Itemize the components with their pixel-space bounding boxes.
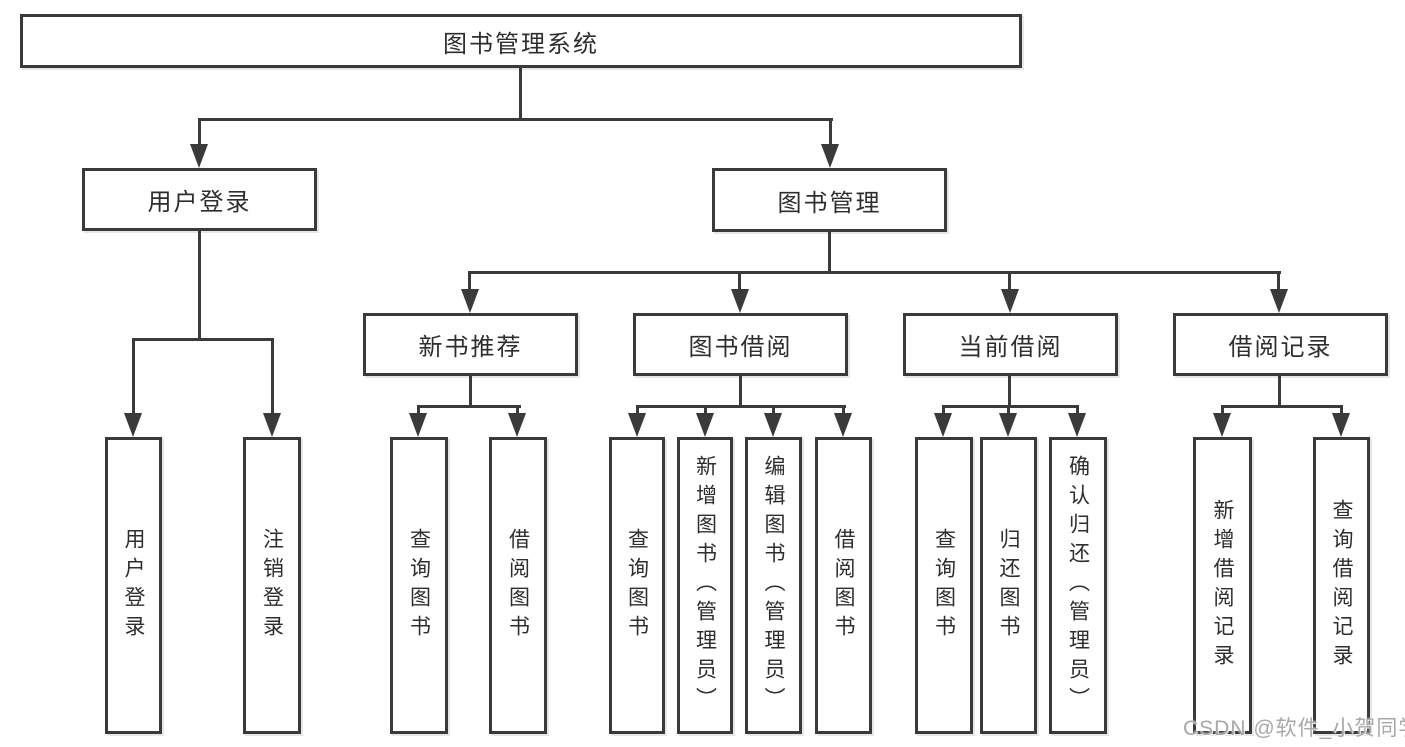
node-root: 图书管理系统 [20,14,1022,68]
arrowhead-c1 [934,413,952,437]
arrowhead-c2 [999,413,1017,437]
connector-newbooks-bar [417,405,521,408]
leaf-borrow-add-label: 新增图书（管理员） [693,455,717,716]
leaf-borrow-edit: 编辑图书（管理员） [745,437,802,734]
arrowhead-n1 [409,413,427,437]
connector-root-drop [519,66,522,118]
connector-userlogin-drop [198,230,201,341]
arrowhead-b3 [764,413,782,437]
connector-b4-shaft [842,405,845,415]
connector-borrow-bar [636,405,846,408]
arrowhead-r1 [1213,413,1231,437]
arrowhead-u1 [124,413,142,437]
leaf-logout-label: 注销登录 [260,527,284,644]
arrowhead-r2 [1332,413,1350,437]
connector-n1-shaft [417,405,420,415]
arrowhead-borrow [731,289,749,313]
connector-c2-shaft [1007,405,1010,415]
leaf-borrow-edit-label: 编辑图书（管理员） [762,455,785,716]
arrowhead-c3 [1068,413,1086,437]
node-book-mgmt: 图书管理 [712,168,947,232]
arrowhead-current [1001,289,1019,313]
connector-bookmgmt-shaft [829,118,832,146]
node-book-mgmt-label: 图书管理 [777,189,882,217]
arrowhead-newbooks [461,289,479,313]
arrowhead-records [1270,289,1288,313]
leaf-newbooks-borrow-label: 借阅图书 [506,527,530,644]
node-current-borrow-label: 当前借阅 [958,334,1063,361]
connector-b3-shaft [772,405,775,415]
arrowhead-u2 [263,413,281,437]
connector-c3-shaft [1076,405,1079,415]
arrowhead-b2 [696,413,714,437]
connector-b1-shaft [636,405,639,415]
leaf-current-query: 查询图书 [915,437,973,734]
connector-u1-shaft [132,338,135,414]
connector-records-drop [1278,376,1281,407]
connector-newbooks-drop [469,376,472,407]
leaf-borrow-query: 查询图书 [609,437,665,734]
leaf-current-return: 归还图书 [980,437,1037,734]
node-user-login: 用户登录 [82,168,317,231]
node-current-borrow: 当前借阅 [903,313,1118,376]
leaf-records-query-label: 查询借阅记录 [1330,498,1353,673]
connector-b2-shaft [704,405,707,415]
connector-bookmgmt-drop [828,232,831,274]
leaf-logout: 注销登录 [243,437,301,734]
node-user-login-label: 用户登录 [147,189,252,216]
arrowhead-b1 [628,413,646,437]
leaf-newbooks-query: 查询图书 [390,437,448,734]
connector-r1-shaft [1221,405,1224,415]
leaf-newbooks-borrow: 借阅图书 [489,437,547,734]
connector-userlogin-bar [132,338,274,341]
connector-borrow-drop [739,376,742,407]
leaf-borrow-borrow: 借阅图书 [815,437,872,734]
connector-records-shaft [1277,271,1280,291]
arrowhead-n2 [508,413,526,437]
leaf-current-confirm: 确认归还（管理员） [1049,437,1107,734]
leaf-current-query-label: 查询图书 [932,527,956,644]
leaf-borrow-add: 新增图书（管理员） [677,437,733,734]
connector-r2-shaft [1340,405,1343,415]
connector-current-drop [1008,376,1011,407]
leaf-current-return-label: 归还图书 [997,527,1020,644]
connector-c1-shaft [942,405,945,415]
connector-newbooks-shaft [468,271,471,291]
leaf-user-login-label: 用户登录 [122,527,145,644]
arrowhead-b4 [834,413,852,437]
node-borrow-records: 借阅记录 [1173,313,1388,376]
leaf-borrow-borrow-label: 借阅图书 [832,527,855,644]
node-book-borrow: 图书借阅 [633,313,848,376]
leaf-records-add-label: 新增借阅记录 [1211,498,1234,673]
connector-borrow-shaft [738,271,741,291]
node-new-books-label: 新书推荐 [418,334,523,361]
connector-level1-bar [198,118,833,121]
arrowhead-userlogin [190,144,208,168]
connector-records-bar [1221,405,1343,408]
leaf-newbooks-query-label: 查询图书 [407,527,431,644]
connector-current-bar [942,405,1079,408]
leaf-current-confirm-label: 确认归还（管理员） [1066,455,1090,716]
leaf-records-add: 新增借阅记录 [1193,437,1252,734]
leaf-records-query: 查询借阅记录 [1313,437,1370,734]
connector-userlogin-shaft [198,118,201,146]
connector-level3-bar [468,271,1281,274]
connector-current-shaft [1008,271,1011,291]
leaf-borrow-query-label: 查询图书 [625,527,649,644]
connector-n2-shaft [516,405,519,415]
leaf-user-login: 用户登录 [105,437,162,734]
connector-u2-shaft [271,338,274,414]
arrowhead-bookmgmt [821,144,839,168]
node-root-label: 图书管理系统 [443,30,599,58]
csdn-watermark: CSDN @软件_小贺同学 [1183,717,1405,740]
node-new-books: 新书推荐 [363,313,578,376]
node-book-borrow-label: 图书借阅 [688,334,793,361]
node-borrow-records-label: 借阅记录 [1228,334,1333,361]
